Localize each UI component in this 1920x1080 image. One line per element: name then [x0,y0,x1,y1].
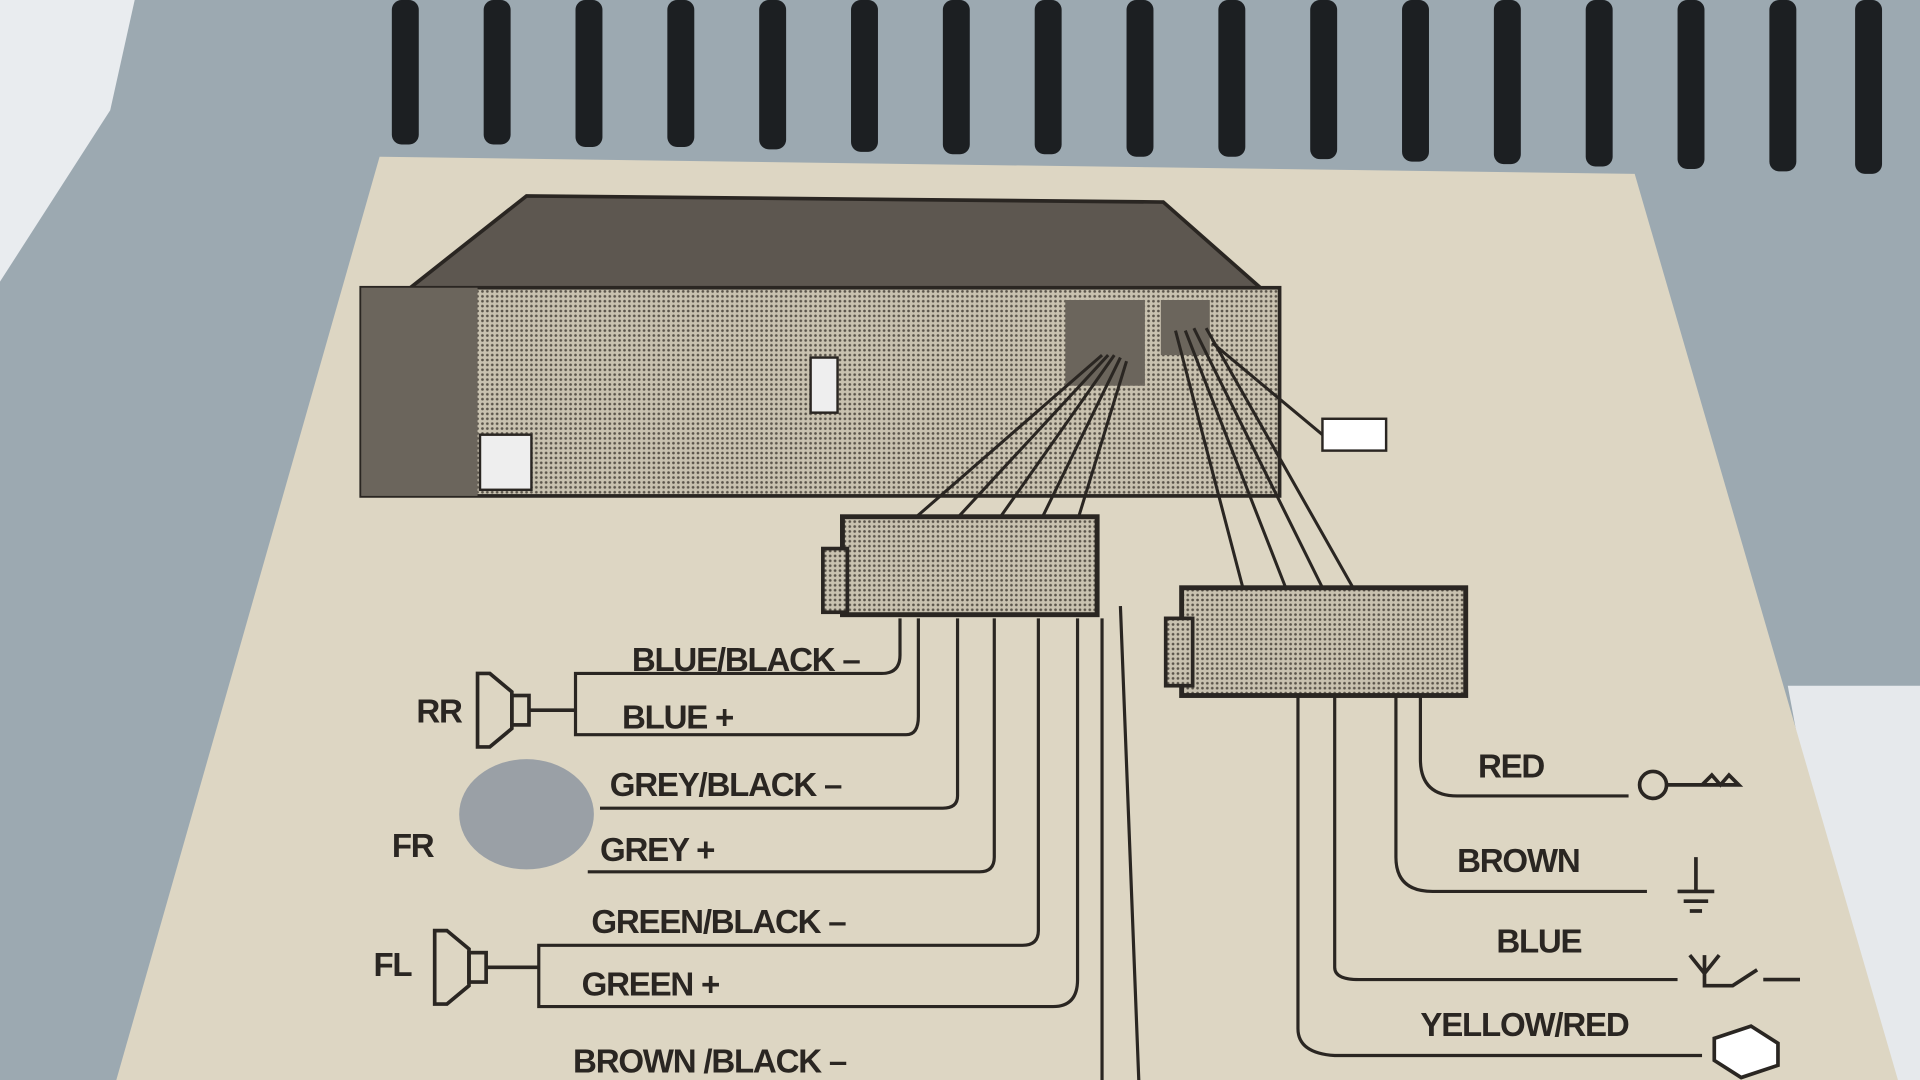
wire-label-blue: BLUE + [622,700,733,737]
wire-label-green: GREEN + [582,967,719,1004]
antenna-switch-icon [1688,953,1800,988]
speaker-label-fl: FL [373,947,412,984]
vent-slots [391,0,1883,174]
wire-label-red: RED [1478,749,1544,786]
wire-label-grey: GREY + [600,832,714,869]
wire-label-green-black: GREEN/BLACK – [591,904,846,941]
speaker-icon-rr [475,671,576,749]
battery-box-icon [1712,1024,1780,1080]
speaker-icon-fl [432,928,539,1006]
power-connector [1163,585,1469,698]
ignition-key-icon [1637,769,1744,801]
wire-label-brown-black: BROWN /BLACK – [573,1044,847,1080]
radio-unit-illustration [359,194,1388,589]
label-damage [459,759,594,870]
speaker-label-rr: RR [416,693,463,730]
wire-label-grey-black: GREY/BLACK – [610,767,842,804]
wire-label-brown: BROWN [1457,843,1579,880]
wire-label-yellow-red: YELLOW/RED [1420,1007,1628,1044]
speaker-connector [821,514,1100,618]
wire-label-blue-right: BLUE [1496,924,1581,961]
speaker-label-fr: FR [392,828,435,865]
wire-label-blue-black: BLUE/BLACK – [632,642,861,679]
ground-icon [1677,857,1715,913]
